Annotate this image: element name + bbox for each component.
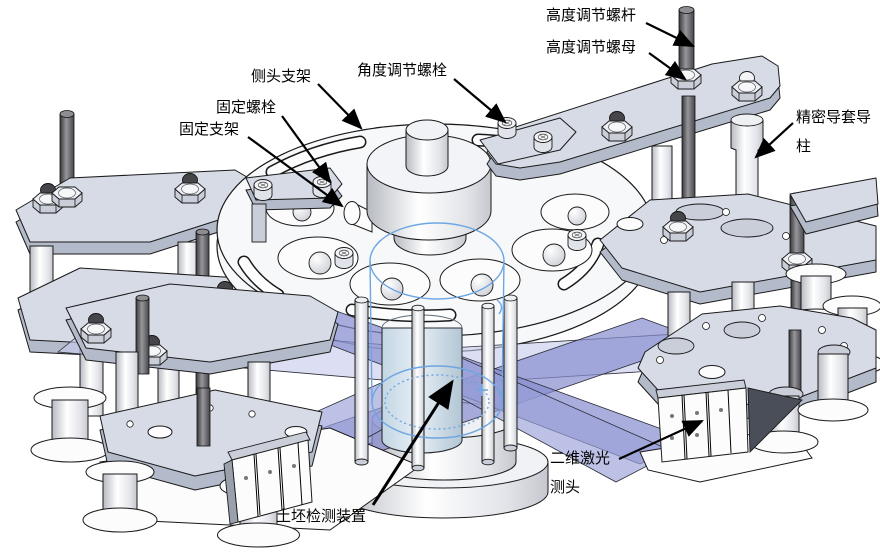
probe-bracket-arm [479, 117, 577, 165]
label-guide-column: 精密导套导柱 [796, 109, 872, 155]
wireframe-cylinder [369, 222, 505, 439]
leader-height-nut [648, 52, 687, 81]
arm-lower-left [30, 283, 422, 548]
leader-guide-column [754, 122, 794, 159]
leader-lines [247, 22, 794, 506]
laser-probe-box-left [223, 431, 313, 525]
label-fixing-bolt: 固定螺栓 [216, 99, 277, 116]
label-height-nut: 高度调节螺母 [546, 39, 637, 56]
arm-lower-right [637, 281, 877, 483]
label-angle-bolt: 角度调节螺栓 [357, 62, 448, 79]
label-device: 土坯检测装置 [276, 508, 367, 525]
leader-angle-bolt [453, 78, 507, 124]
label-height-screw: 高度调节螺杆 [546, 7, 637, 24]
label-probe-bracket: 侧头支架 [251, 68, 312, 85]
leader-device [371, 379, 454, 506]
label-laser-probe: 二维激光测头 [550, 450, 611, 496]
center-cross-marker [476, 384, 488, 396]
lower-left-upper-plate [65, 283, 339, 363]
lower-right-plate [637, 305, 877, 409]
leader-laser-probe [618, 419, 705, 461]
probe-box-front [657, 387, 749, 463]
leader-fixing-bolt [281, 115, 332, 184]
top-boss [405, 129, 449, 177]
label-fixing-bracket: 固定支架 [179, 121, 240, 138]
arm-upper-right [479, 6, 781, 213]
leader-fixing-bracket [247, 136, 344, 208]
leader-height-screw [645, 22, 695, 47]
leader-probe-bracket [317, 83, 363, 130]
center-column [343, 119, 492, 256]
